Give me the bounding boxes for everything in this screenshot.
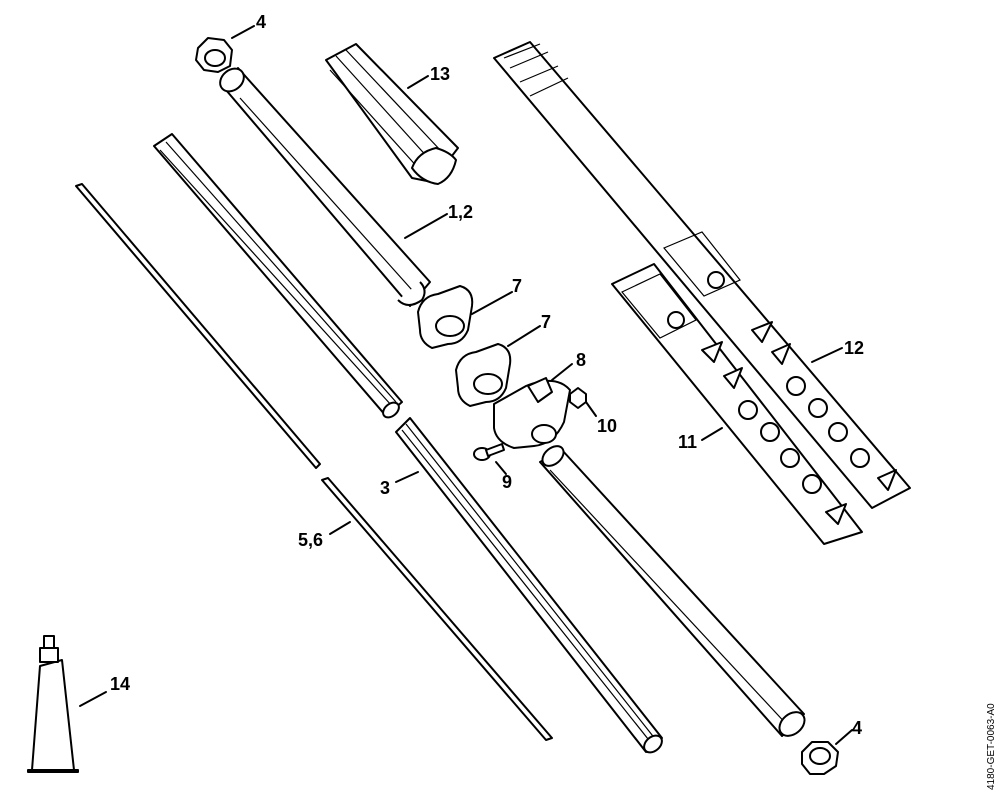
part-1-2-tube <box>219 67 448 307</box>
part-4-cap-top <box>195 25 255 73</box>
part-4-cap-bottom <box>801 729 853 775</box>
callout-5-6: 5,6 <box>298 530 323 550</box>
part-7-clamp-a <box>417 285 513 349</box>
callout-7-a: 7 <box>512 276 522 296</box>
drive-tube-lower <box>539 445 806 737</box>
part-14-grease-tube <box>27 635 107 773</box>
callout-7-b: 7 <box>541 312 551 332</box>
callout-12: 12 <box>844 338 864 358</box>
part-5-6-rod-upper <box>75 183 321 469</box>
callout-9: 9 <box>502 472 512 492</box>
callout-3: 3 <box>380 478 390 498</box>
part-11-decal <box>611 263 863 545</box>
part-8-clamp-housing <box>493 363 573 449</box>
callout-11: 11 <box>678 432 697 452</box>
callout-4-top: 4 <box>256 12 266 32</box>
reference-code: 4180-GET-0063-A0 <box>986 703 997 790</box>
part-3-shaft-upper <box>153 133 403 419</box>
callout-14: 14 <box>110 674 130 694</box>
part-9-screw <box>473 443 507 475</box>
part-12-decal <box>493 41 911 509</box>
callout-13: 13 <box>430 64 450 84</box>
part-13-splined-sleeve <box>325 43 459 185</box>
callout-10: 10 <box>597 416 617 436</box>
part-3-shaft-lower <box>395 417 663 754</box>
part-10-nut <box>569 387 597 417</box>
part-7-clamp-b <box>455 325 541 407</box>
part-5-6-rod-lower <box>321 477 553 741</box>
callout-8: 8 <box>576 350 586 370</box>
callout-1-2: 1,2 <box>448 202 473 222</box>
callout-4-bottom: 4 <box>852 718 862 738</box>
